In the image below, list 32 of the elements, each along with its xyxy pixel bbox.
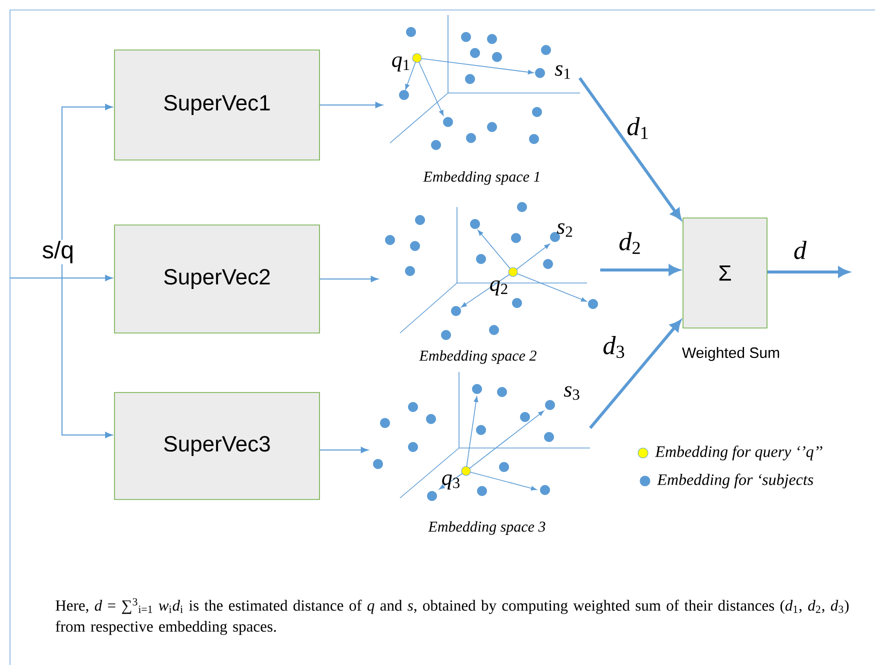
point-label: s$_{1}$	[554, 65, 570, 79]
point-label: q$_{1}$	[392, 56, 410, 72]
process-box: Σ	[682, 218, 768, 328]
node-label: Embedding space 2	[419, 350, 536, 364]
edge-label: d$_{2}$	[618, 231, 642, 255]
legend-label: Embedding for ‘subjects	[657, 474, 814, 488]
arrow	[589, 320, 681, 429]
arrow	[767, 266, 849, 278]
caption: Here, d = ∑$^{3}$$_{i=1}$ w$_{i}$d$_{i}$ is the estimated distance of q and s, obtained by computing weighted sum of their distances (d$_{1}$, d$_{2}$, d$_{3}$) from respective embedding spaces.	[56, 598, 849, 635]
node-label: Embedding space 3	[428, 521, 546, 535]
process-box: SuperVec1	[114, 50, 320, 160]
embedding-space-drawing	[373, 372, 590, 501]
arrow	[319, 446, 368, 454]
arrow	[319, 276, 378, 282]
process-box: SuperVec2	[114, 224, 320, 334]
embedding-space-drawing	[390, 14, 580, 150]
point-label: s$_{3}$	[564, 386, 580, 400]
edge-label: d$_{1}$	[626, 116, 650, 140]
arrow	[600, 264, 680, 276]
arrow	[319, 102, 383, 108]
embedding-space-drawing	[385, 202, 598, 340]
arrow	[10, 278, 113, 438]
legend-label: Embedding for query ‘’q’’	[655, 446, 822, 460]
edge-label: s/q	[41, 240, 76, 264]
node-label: Embedding space 1	[423, 171, 540, 185]
point-label: s$_{2}$	[556, 223, 572, 237]
process-box: SuperVec3	[114, 392, 320, 500]
edge-label: d$_{3}$	[602, 335, 626, 359]
edge-label: d	[792, 240, 808, 260]
point-label: q$_{2}$	[490, 280, 508, 296]
node-label: Weighted Sum	[682, 347, 780, 361]
arrow	[578, 77, 682, 220]
